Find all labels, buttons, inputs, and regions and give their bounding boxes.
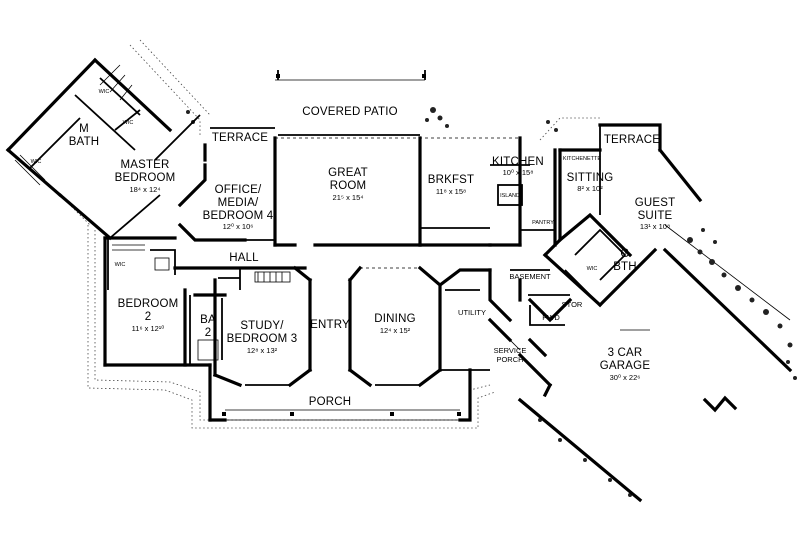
plant-icon — [186, 107, 558, 132]
wic-label: WIC — [31, 159, 42, 165]
wic-label: WIC — [115, 262, 126, 268]
master-bedroom-label-1: MASTER — [120, 159, 169, 171]
guest-suite-dim: 13¹ x 10⁸ — [640, 222, 670, 231]
brkfst-label: BRKFST — [428, 174, 475, 186]
dining-dim: 12⁴ x 15² — [380, 326, 411, 335]
office-label-1: OFFICE/ — [215, 184, 262, 196]
shrub-line-icon — [664, 224, 797, 380]
study-dim: 12⁸ x 13² — [247, 346, 278, 355]
island-label: ISLAND — [500, 193, 520, 199]
hall-label: HALL — [229, 252, 259, 264]
pantry-label: PANTRY — [532, 220, 554, 226]
kitchen-dim: 10⁰ x 15⁸ — [503, 168, 534, 177]
terrace-right-label: TERRACE — [604, 134, 660, 146]
stor-label: STOR — [562, 300, 583, 309]
basement-label: BASEMENT — [509, 272, 551, 281]
dining-label: DINING — [374, 313, 415, 325]
covered-patio-label: COVERED PATIO — [302, 106, 397, 118]
kitchenette-label: KITCHENETTE — [563, 156, 602, 162]
garage-label-1: 3 CAR — [608, 347, 643, 359]
study-label-1: STUDY/ — [240, 320, 284, 332]
g-bth-label-1: G — [620, 248, 629, 260]
bedroom2-dim: 11⁶ x 12¹⁰ — [132, 324, 165, 333]
g-bth-label-2: BTH — [613, 261, 637, 273]
guest-suite-label-1: GUEST — [635, 197, 676, 209]
terrace-left-label: TERRACE — [212, 132, 268, 144]
brkfst-dim: 11⁸ x 15⁸ — [436, 187, 466, 196]
sitting-label: SITTING — [567, 172, 614, 184]
service-porch-label-1: SERVICE — [494, 346, 527, 355]
office-label-3: BEDROOM 4 — [203, 210, 274, 222]
study-label-2: BEDROOM 3 — [227, 333, 298, 345]
bedroom2-label-1: BEDROOM — [118, 298, 179, 310]
guest-suite-label-2: SUITE — [638, 210, 673, 222]
entry-label: ENTRY — [310, 319, 350, 331]
wic-label: WIC — [123, 120, 134, 126]
garage-label-2: GARAGE — [600, 360, 651, 372]
wic-label: WIC — [587, 266, 598, 272]
ba2-label-1: BA — [200, 314, 216, 326]
great-room-dim: 21⁵ x 15⁴ — [333, 193, 364, 202]
main-walls — [103, 70, 793, 503]
garage-dim: 30⁰ x 22⁶ — [610, 373, 641, 382]
great-room-label-2: ROOM — [330, 180, 367, 192]
office-dim: 12⁰ x 10⁶ — [223, 222, 254, 231]
kitchen-label: KITCHEN — [492, 156, 544, 168]
m-bath-label-1: M — [79, 123, 89, 135]
master-bedroom-label-2: BEDROOM — [115, 172, 176, 184]
porch-label: PORCH — [309, 396, 352, 408]
service-porch-label-2: PORCH — [496, 355, 523, 364]
great-room-label-1: GREAT — [328, 167, 368, 179]
ba2-label-2: 2 — [205, 327, 212, 339]
wic-label: WIC — [99, 89, 110, 95]
room-labels: COVERED PATIO TERRACE TERRACE M BATH MAS… — [69, 106, 676, 408]
m-bath-label-2: BATH — [69, 136, 100, 148]
pwd-label: PWD — [542, 313, 560, 322]
office-label-2: MEDIA/ — [218, 197, 259, 209]
sitting-dim: 8² x 10² — [577, 184, 603, 193]
utility-label: UTILITY — [458, 308, 486, 317]
master-bedroom-dim: 18⁴ x 12⁴ — [129, 185, 160, 194]
bedroom2-label-2: 2 — [145, 311, 152, 323]
master-wing-walls — [5, 57, 201, 241]
closet-labels: WIC WIC WIC WIC WIC — [31, 89, 598, 272]
